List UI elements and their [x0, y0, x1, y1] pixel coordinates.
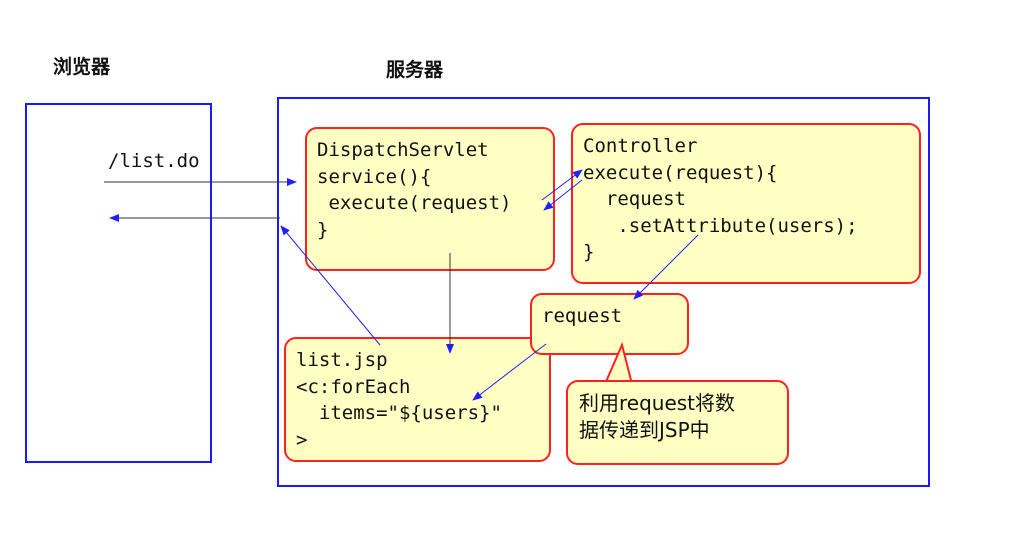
code-line: > — [296, 428, 308, 451]
code-line: execute(request){ — [583, 161, 778, 184]
server-title: 服务器 — [386, 59, 444, 81]
dispatch-servlet-box: DispatchServlet service(){ execute(reques… — [305, 127, 555, 271]
browser-title: 浏览器 — [53, 56, 111, 78]
code-line: request — [583, 188, 686, 210]
note-callout: 利用request将数据传递到JSP中 — [566, 380, 789, 465]
arrow-dispatch-to-controller — [541, 169, 583, 201]
request-url-label: /list.do — [108, 150, 200, 172]
note-line: 利用request将数 — [579, 391, 736, 415]
note-line: 据传递到JSP中 — [579, 418, 710, 442]
controller-box: Controller execute(request){ request .set… — [571, 123, 921, 284]
code-line: execute(request) — [317, 192, 512, 214]
code-line: DispatchServlet — [317, 139, 489, 161]
code-line: .setAttribute(users); — [583, 214, 858, 237]
arrow-controller-to-dispatch — [543, 179, 583, 211]
request-box: request — [530, 293, 689, 355]
code-line: Controller — [583, 135, 698, 157]
arrow-request-to-jsp — [472, 343, 547, 401]
server-frame — [277, 97, 930, 487]
request-label: request — [542, 305, 623, 327]
list-jsp-box: list.jsp <c:forEach items="${users}" > — [284, 337, 551, 462]
code-line: items="${users}" — [296, 402, 502, 424]
arrow-controller-to-request — [633, 234, 699, 300]
browser-frame — [25, 103, 212, 463]
arrow-jsp-to-response — [280, 225, 381, 346]
code-line: list.jsp — [296, 349, 388, 371]
code-line: } — [583, 241, 595, 263]
code-line: <c:forEach — [296, 375, 411, 398]
code-line: service(){ — [317, 165, 432, 188]
code-line: } — [317, 218, 329, 241]
